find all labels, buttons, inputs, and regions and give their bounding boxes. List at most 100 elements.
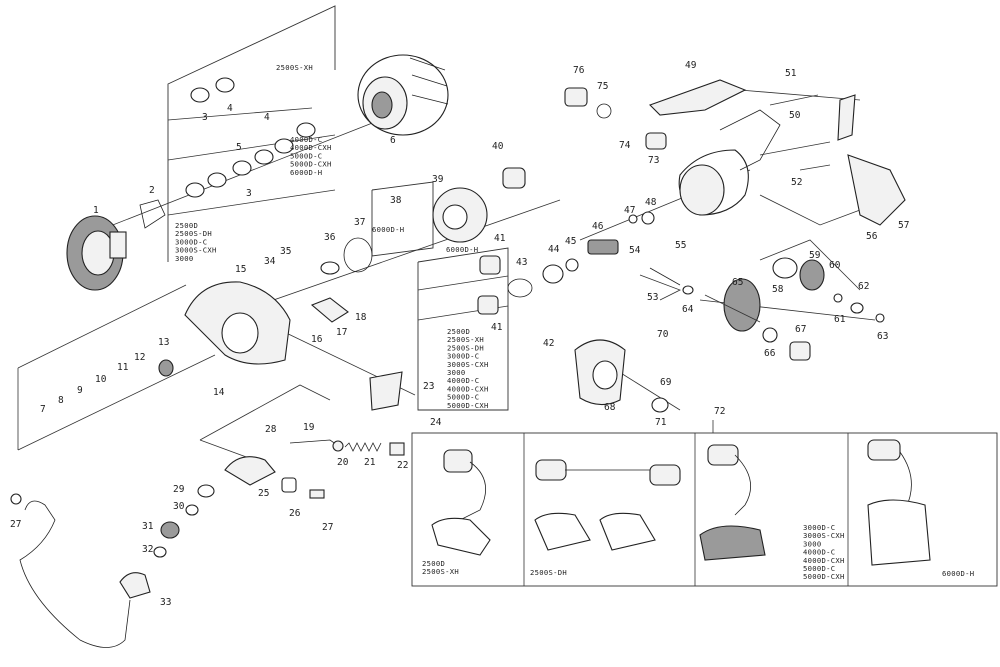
part-label-43: 43	[516, 257, 527, 268]
drag-knob	[66, 199, 166, 291]
part-label-68: 68	[604, 402, 616, 413]
part-label-55: 55	[675, 240, 686, 251]
part-label-39: 39	[432, 174, 444, 185]
variant-note-line: 4000D-C	[447, 376, 479, 385]
part-label-29: 29	[173, 484, 185, 495]
variant-note-line: 5000D-CXH	[290, 160, 332, 169]
part-label-44: 44	[548, 244, 560, 255]
part-label-57: 57	[898, 220, 909, 231]
part-label-27b: 27	[10, 519, 21, 530]
part-label-28: 28	[265, 424, 277, 435]
part-label-73: 73	[648, 155, 659, 166]
variant-note-line: 5000D-C	[803, 564, 835, 573]
variant-note-handle-2: 2500S-DH	[530, 568, 567, 577]
variant-note-line: 2500S-XH	[422, 567, 459, 576]
part-label-65: 65	[732, 277, 743, 288]
part-label-17: 17	[336, 327, 347, 338]
part-label-40: 40	[492, 141, 504, 152]
part-label-2: 2	[149, 185, 155, 196]
rotor	[158, 281, 403, 411]
part-label-50: 50	[789, 110, 801, 121]
part-label-70: 70	[657, 329, 669, 340]
part-label-45: 45	[565, 236, 576, 247]
part-label-61: 61	[834, 314, 846, 325]
variant-note-line: 2500D	[175, 221, 198, 230]
variant-note-line: 2500S-DH	[175, 229, 212, 238]
variant-note-line: 2500S-DH	[530, 568, 567, 577]
part-label-49: 49	[685, 60, 697, 71]
part-label-31: 31	[142, 521, 154, 532]
variant-note-line: 2500S-DH	[447, 343, 484, 352]
variant-note-line: 3000	[175, 254, 194, 263]
part-label-47: 47	[624, 205, 635, 216]
part-label-3a: 3	[202, 112, 208, 123]
part-label-76: 76	[573, 65, 585, 76]
shaft-parts	[320, 167, 619, 315]
part-label-5: 5	[236, 142, 242, 153]
part-label-60: 60	[829, 260, 841, 271]
part-label-69: 69	[660, 377, 672, 388]
part-label-3b: 3	[246, 188, 252, 199]
variant-note-line: 3000D-C	[447, 352, 479, 361]
variant-note-line: 4000D-C	[290, 135, 322, 144]
part-label-38: 38	[390, 195, 402, 206]
part-label-25: 25	[258, 488, 269, 499]
spring-parts	[289, 439, 405, 456]
part-label-41b: 41	[491, 322, 503, 333]
variant-note-line: 4000D-CXH	[290, 143, 332, 152]
variant-note-line: 2500D	[447, 327, 470, 336]
variant-note-handle-4: 6000D-H	[942, 569, 974, 578]
spool-variant-bracket	[167, 5, 336, 262]
part-label-9: 9	[77, 385, 83, 396]
body-frame	[564, 79, 906, 226]
variant-note-line: 2500S-XH	[447, 335, 484, 344]
part-label-62: 62	[858, 281, 869, 292]
part-label-37: 37	[354, 217, 365, 228]
part-label-4a: 4	[227, 103, 233, 114]
part-label-33: 33	[160, 597, 171, 608]
part-label-27a: 27	[322, 522, 333, 533]
variant-note-part41: 6000D-H	[446, 245, 478, 254]
variant-note-part38: 6000D-H	[372, 225, 404, 234]
variant-note-line: 5000D-C	[290, 151, 322, 160]
part-label-35: 35	[280, 246, 291, 257]
part-label-1: 1	[93, 205, 99, 216]
part-label-4b: 4	[264, 112, 270, 123]
variant-note-line: 5000D-CXH	[447, 401, 489, 410]
part-label-20: 20	[337, 457, 349, 468]
variant-note-line: 2500S-XH	[276, 63, 313, 72]
gear-parts	[574, 257, 885, 413]
part-label-59: 59	[809, 250, 821, 261]
part-label-41a: 41	[494, 233, 506, 244]
variant-note-line: 3000D-C	[803, 523, 835, 532]
handle-variants-frame	[411, 420, 998, 587]
variant-note-line: 3000S-CXH	[447, 360, 489, 369]
part-label-53: 53	[647, 292, 658, 303]
variant-note-line: 4000D-CXH	[803, 556, 845, 565]
variant-note-line: 3000S-CXH	[175, 246, 217, 255]
part-label-10: 10	[95, 374, 107, 385]
part-label-30: 30	[173, 501, 185, 512]
part-label-7: 7	[40, 404, 46, 415]
variant-note-line: 6000D-H	[290, 168, 322, 177]
part-label-52: 52	[791, 177, 802, 188]
handle-variant-illustrations	[431, 439, 931, 566]
part-label-26: 26	[289, 508, 301, 519]
part-label-34: 34	[264, 256, 276, 267]
variant-note-line: 4000D-C	[803, 548, 835, 557]
bail-assembly	[10, 456, 325, 648]
part-label-74: 74	[619, 140, 631, 151]
variant-note-spool-top: 2500S-XH	[276, 63, 313, 72]
part-label-18: 18	[355, 312, 367, 323]
variant-note-line: 3000	[447, 368, 466, 377]
variant-note-line: 2500D	[422, 559, 445, 568]
part-label-56: 56	[866, 231, 878, 242]
